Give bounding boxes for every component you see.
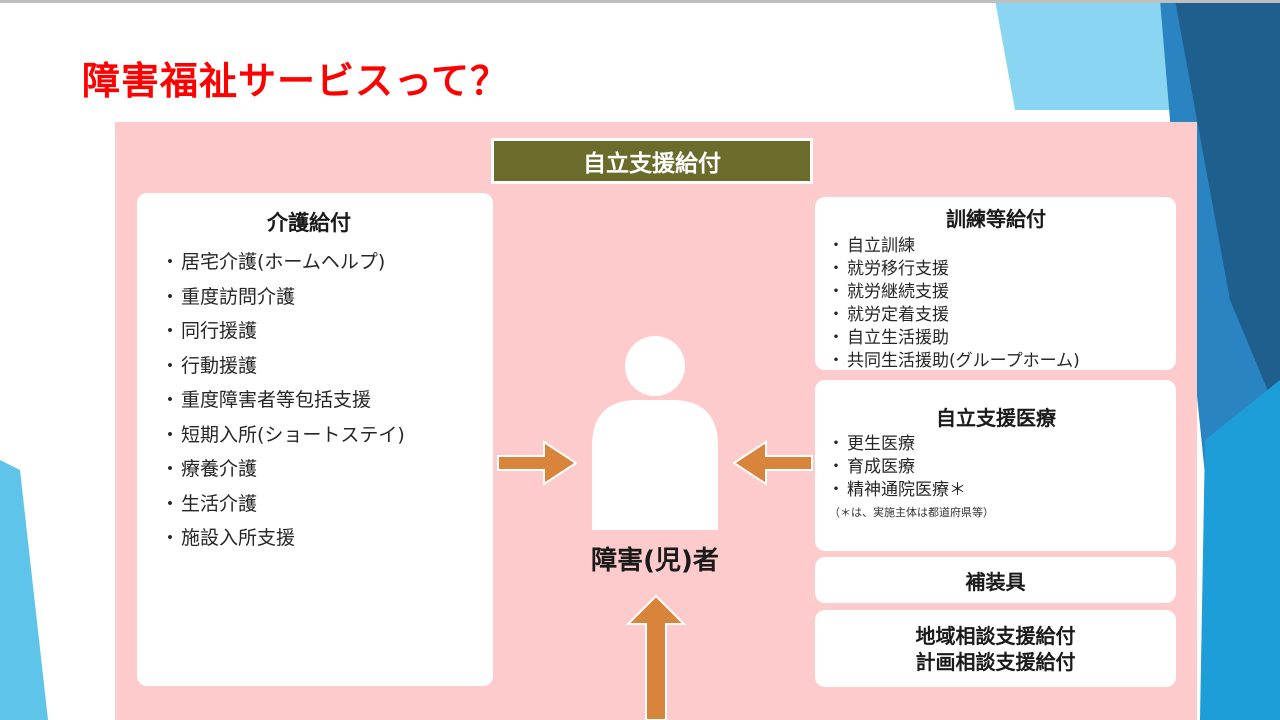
training-benefits-item-label: 共同生活援助(グループホーム) <box>847 351 1080 371</box>
care-benefits-item: ・同行援護 <box>159 314 493 349</box>
training-benefits-item: ・就労移行支援 <box>825 258 1176 281</box>
training-benefits-item-label: 自立訓練 <box>847 236 915 256</box>
medical-support-item-label: 更生医療 <box>847 434 915 454</box>
training-benefits-box: 訓練等給付 ・自立訓練・就労移行支援・就労継続支援・就労定着支援・自立生活援助・… <box>815 197 1176 373</box>
person-icon <box>592 336 718 530</box>
training-benefits-item-label: 就労継続支援 <box>847 282 949 302</box>
bullet-icon: ・ <box>160 458 180 480</box>
medical-support-item: ・精神通院医療＊ <box>825 479 1176 502</box>
care-benefits-item: ・行動援護 <box>159 349 493 384</box>
deco-left-blue <box>0 460 48 720</box>
care-benefits-item: ・重度訪問介護 <box>159 280 493 315</box>
training-benefits-item-label: 就労移行支援 <box>847 259 949 279</box>
care-benefits-item: ・療養介護 <box>159 452 493 487</box>
bullet-icon: ・ <box>160 527 180 549</box>
medical-support-title: 自立支援医療 <box>936 406 1056 430</box>
person-head <box>625 336 685 396</box>
care-benefits-box: 介護給付 ・居宅介護(ホームヘルプ)・重度訪問介護・同行援護・行動援護・重度障害… <box>137 193 493 686</box>
care-benefits-item-label: 重度障害者等包括支援 <box>181 389 372 411</box>
bullet-icon: ・ <box>827 282 845 302</box>
care-benefits-item: ・居宅介護(ホームヘルプ) <box>159 245 493 280</box>
care-benefits-item-label: 行動援護 <box>181 354 258 377</box>
care-benefits-item-label: 療養介護 <box>181 458 258 480</box>
arrow-up-icon <box>626 594 686 720</box>
bullet-icon: ・ <box>160 389 180 411</box>
bullet-icon: ・ <box>160 423 180 446</box>
arrow-up-shape <box>626 594 686 720</box>
care-benefits-item: ・施設入所支援 <box>159 521 493 556</box>
bullet-icon: ・ <box>827 328 845 348</box>
arrow-right-shape <box>497 440 578 486</box>
consultation-benefits-line2: 計画相談支援給付 <box>915 649 1076 674</box>
medical-support-item-label: 育成医療 <box>847 457 915 477</box>
bullet-icon: ・ <box>827 434 845 454</box>
medical-support-item: ・育成医療 <box>825 456 1176 479</box>
medical-support-list: ・更生医療・育成医療・精神通院医療＊ <box>825 433 1176 502</box>
bullet-icon: ・ <box>827 305 845 325</box>
consultation-benefits-box: 地域相談支援給付 計画相談支援給付 <box>815 610 1176 687</box>
arrow-right-icon <box>497 440 578 486</box>
care-benefits-item-label: 重度訪問介護 <box>181 285 296 308</box>
bullet-icon: ・ <box>827 457 845 477</box>
care-benefits-item: ・生活介護 <box>159 487 493 522</box>
training-benefits-item: ・就労継続支援 <box>825 281 1176 304</box>
consultation-benefits-line1: 地域相談支援給付 <box>915 623 1076 648</box>
assistive-devices-title: 補装具 <box>965 569 1026 594</box>
person-label: 障害(児)者 <box>591 546 719 576</box>
medical-support-item-label: 精神通院医療＊ <box>847 480 966 500</box>
care-benefits-list: ・居宅介護(ホームヘルプ)・重度訪問介護・同行援護・行動援護・重度障害者等包括支… <box>159 245 493 556</box>
bullet-icon: ・ <box>160 492 180 515</box>
care-benefits-item: ・重度障害者等包括支援 <box>159 383 493 418</box>
deco-dark-blue <box>1175 0 1280 420</box>
bullet-icon: ・ <box>827 480 845 500</box>
arrow-left-icon <box>732 440 813 486</box>
assistive-devices-box: 補装具 <box>815 557 1176 603</box>
training-benefits-item-label: 自立生活援助 <box>847 328 949 348</box>
training-benefits-item: ・自立訓練 <box>825 235 1176 258</box>
care-benefits-item-label: 施設入所支援 <box>181 527 296 549</box>
care-benefits-item-label: 生活介護 <box>181 492 258 515</box>
training-benefits-item-label: 就労定着支援 <box>847 305 949 325</box>
care-benefits-item: ・短期入所(ショートステイ) <box>159 418 493 453</box>
training-benefits-title: 訓練等給付 <box>946 207 1046 231</box>
care-benefits-item-label: 居宅介護(ホームヘルプ) <box>181 251 386 273</box>
care-benefits-item-label: 短期入所(ショートステイ) <box>181 423 405 446</box>
bullet-icon: ・ <box>160 354 180 377</box>
medical-support-note: （＊は、実施主体は都道府県等） <box>829 506 994 519</box>
deco-bright-blue-bottom <box>1200 380 1280 720</box>
slide-title: 障害福祉サービスって？ <box>82 59 510 103</box>
arrow-left-shape <box>732 440 813 486</box>
medical-support-item: ・更生医療 <box>825 433 1176 456</box>
deco-light-blue-top <box>995 0 1180 110</box>
training-benefits-item: ・自立生活援助 <box>825 327 1176 350</box>
training-benefits-item: ・就労定着支援 <box>825 304 1176 327</box>
person-body <box>592 400 718 530</box>
bullet-icon: ・ <box>827 351 845 371</box>
care-benefits-item-label: 同行援護 <box>181 320 258 342</box>
training-benefits-list: ・自立訓練・就労移行支援・就労継続支援・就労定着支援・自立生活援助・共同生活援助… <box>825 235 1176 373</box>
medical-support-box: 自立支援医療 ・更生医療・育成医療・精神通院医療＊ （＊は、実施主体は都道府県等… <box>815 380 1176 551</box>
bullet-icon: ・ <box>827 259 845 279</box>
bullet-icon: ・ <box>160 320 180 342</box>
care-benefits-title: 介護給付 <box>267 211 351 235</box>
bullet-icon: ・ <box>160 251 180 273</box>
header-box: 自立支援給付 <box>491 138 813 184</box>
top-rule <box>0 0 1280 3</box>
bullet-icon: ・ <box>160 285 180 308</box>
bullet-icon: ・ <box>827 236 845 256</box>
training-benefits-item: ・共同生活援助(グループホーム) <box>825 350 1176 373</box>
